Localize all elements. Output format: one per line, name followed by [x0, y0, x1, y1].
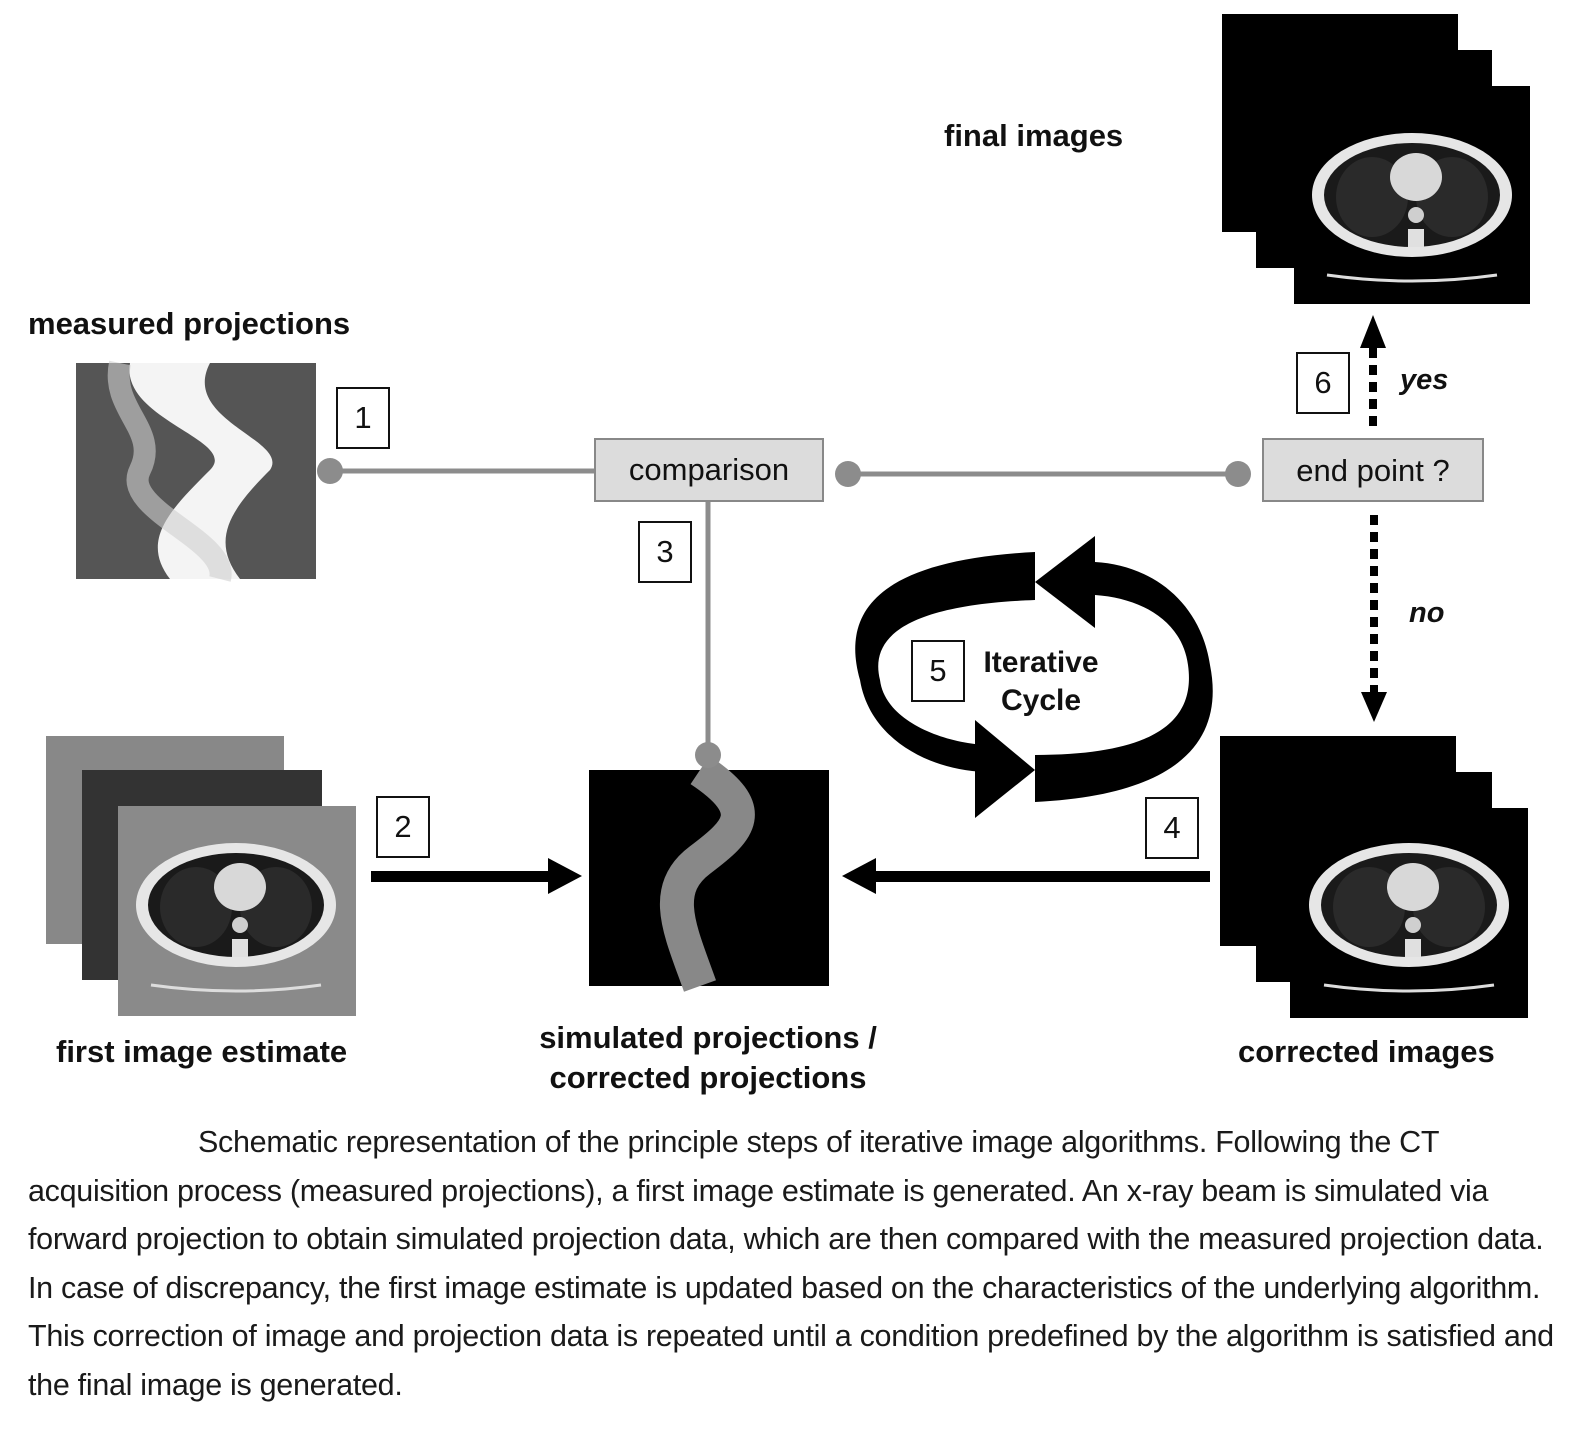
comparison-box: comparison — [594, 438, 824, 502]
cycle-arrows-icon — [855, 536, 1213, 818]
first-image-estimate-stack — [46, 736, 356, 1016]
yes-label: yes — [1400, 364, 1449, 396]
step-6-box: 6 — [1296, 352, 1350, 414]
corrected-images-label: corrected images — [1238, 1034, 1495, 1069]
gray-connectors — [317, 458, 1251, 768]
iterative-cycle-label: Iterative Cycle — [966, 644, 1116, 720]
simulated-projections-label: simulated projections / corrected projec… — [508, 1018, 908, 1098]
iterative-cycle-line1: Iterative — [983, 646, 1099, 679]
figure-caption: Schematic representation of the principl… — [28, 1125, 1554, 1402]
iterative-cycle-line2: Cycle — [1000, 684, 1082, 717]
end-point-box: end point ? — [1262, 438, 1484, 502]
decision-arrows — [1360, 315, 1387, 722]
step-5-box: 5 — [911, 640, 965, 702]
simulated-projections-line1: simulated projections / — [539, 1020, 877, 1055]
measured-projections-image — [76, 360, 316, 582]
simulated-projections-image — [589, 755, 829, 992]
corrected-images-stack — [1220, 736, 1528, 1018]
forward-arrows — [371, 858, 1210, 894]
final-images-stack — [1222, 14, 1530, 304]
step-1-box: 1 — [336, 387, 390, 449]
step-3-box: 3 — [638, 521, 692, 583]
first-image-estimate-label: first image estimate — [56, 1034, 348, 1069]
no-label: no — [1409, 597, 1445, 629]
measured-projections-label: measured projections — [28, 306, 351, 341]
simulated-projections-line2: corrected projections — [549, 1060, 867, 1095]
final-images-label: final images — [944, 118, 1124, 153]
step-4-box: 4 — [1145, 797, 1199, 859]
step-2-box: 2 — [376, 796, 430, 858]
